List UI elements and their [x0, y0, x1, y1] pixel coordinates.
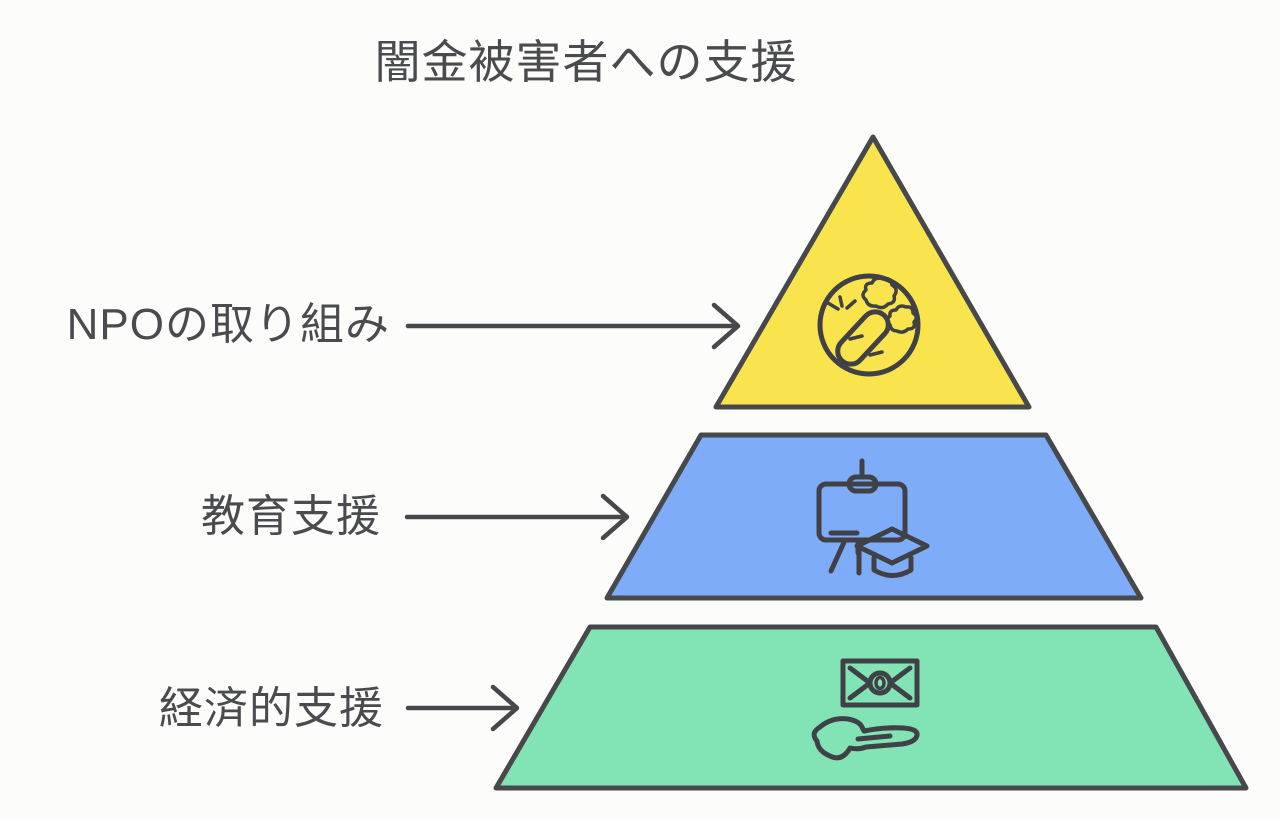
- arrow-economic: [405, 684, 520, 732]
- label-education-support: 教育支援: [201, 492, 381, 541]
- money-in-hand-icon: [811, 658, 920, 761]
- education-presentation-icon: [816, 458, 930, 578]
- label-npo-initiatives: NPOの取り組み: [66, 300, 390, 349]
- pyramid-level-education: [604, 432, 1144, 601]
- page-title: 闇金被害者への支援: [374, 36, 798, 88]
- label-economic-support: 経済的支援: [159, 684, 384, 733]
- vegetables-icon: [817, 273, 921, 377]
- arrow-npo: [405, 302, 741, 350]
- pyramid-level-npo: [713, 134, 1032, 410]
- arrow-education: [404, 493, 630, 541]
